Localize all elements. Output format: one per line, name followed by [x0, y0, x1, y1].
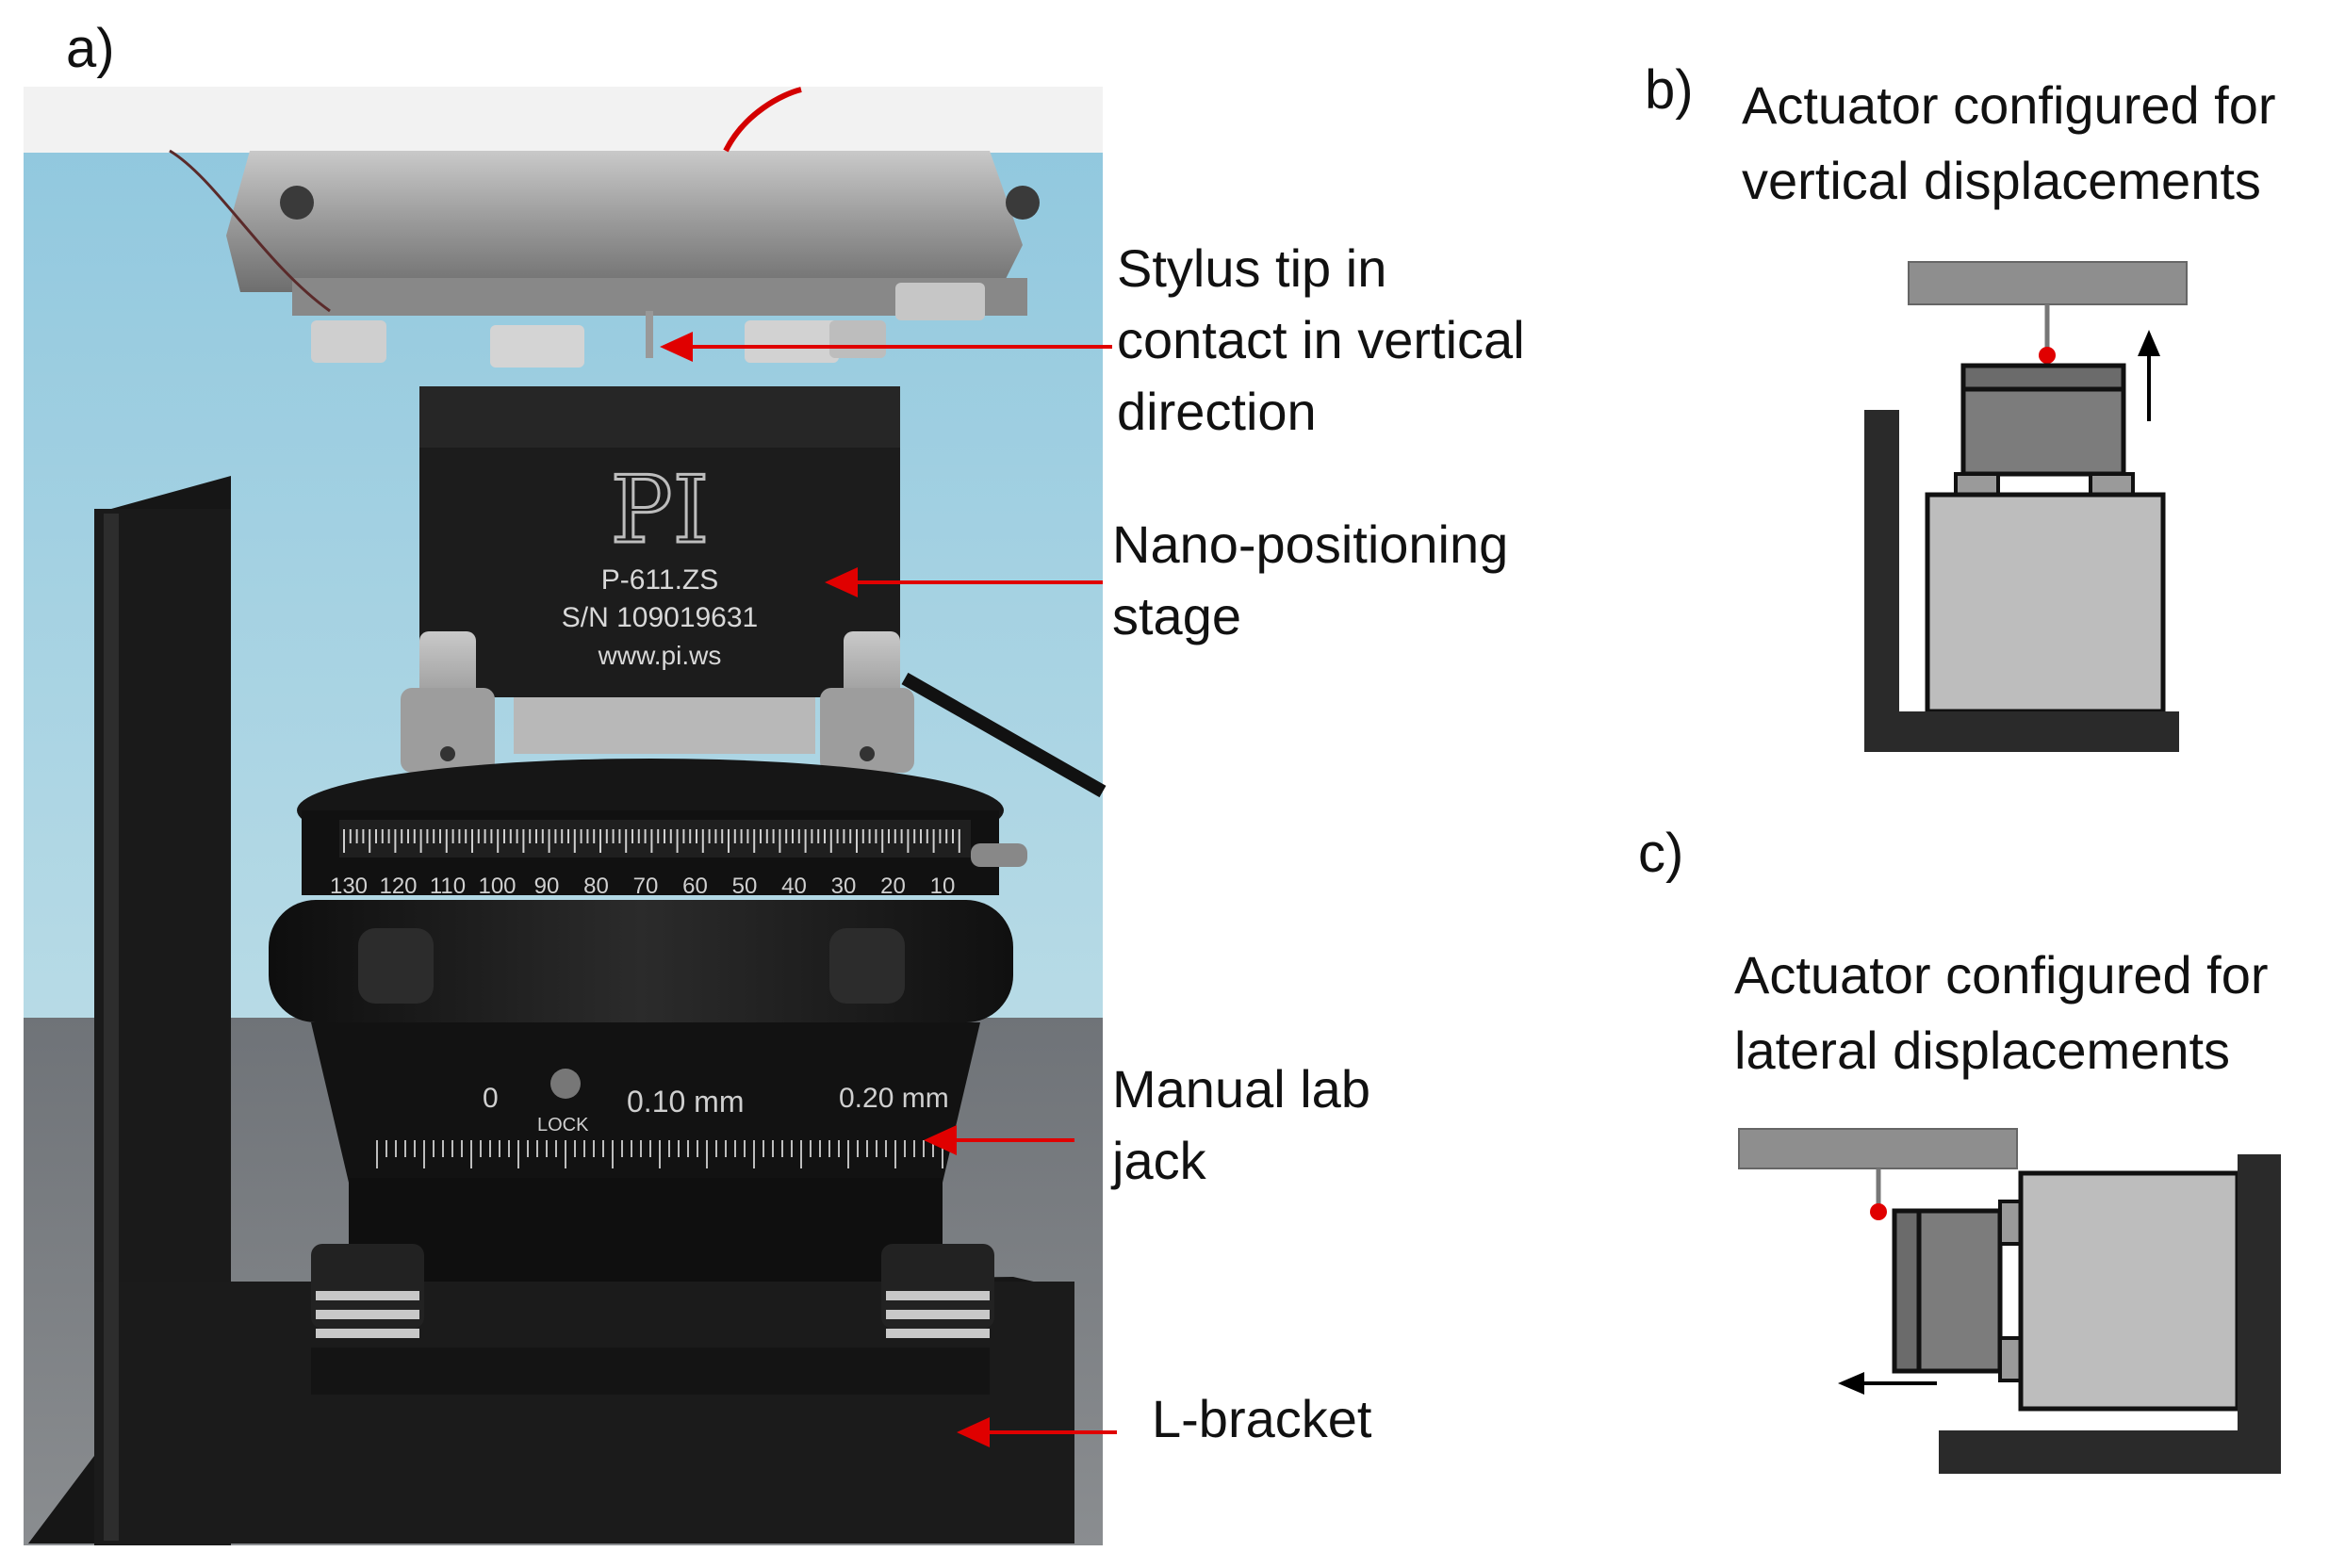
arrow-bracket [957, 1417, 990, 1447]
dial-number: 130 [330, 874, 368, 899]
jack-block-c [2018, 1170, 2240, 1412]
left-arrow [1838, 1372, 1864, 1395]
callout-stylus-line2: contact in vertical [1117, 310, 1525, 369]
jack-right-text: 0.20 mm [839, 1083, 949, 1114]
arrow-stylus [660, 332, 693, 362]
arrow-stage [825, 567, 858, 597]
up-arrow [2138, 330, 2160, 356]
caption-vertical-line2: vertical displacements [1742, 151, 2261, 210]
jack-lock-text: LOCK [537, 1115, 589, 1135]
dial-number: 100 [478, 874, 516, 899]
lab-jack [311, 1022, 980, 1183]
dial-number: 10 [930, 874, 956, 899]
stylus-tip [646, 311, 653, 358]
rotation-scale: 130 120 110 100 90 80 70 60 50 40 30 20 10 [330, 829, 960, 899]
callout-stage: Nano-positioning stage [1112, 509, 1508, 652]
callout-bracket-line1: L-bracket [1152, 1389, 1372, 1448]
caption-vertical-line1: Actuator configured for [1742, 75, 2276, 135]
dial-number: 120 [379, 874, 417, 899]
callout-stage-line2: stage [1112, 586, 1241, 645]
dial-number: 20 [880, 874, 906, 899]
callout-jack-line2: jack [1112, 1131, 1206, 1190]
panel-a-label: a) [66, 18, 115, 79]
spring-right [881, 1244, 994, 1338]
stage-serial-text: S/N 109019631 [562, 602, 759, 633]
dial-number: 110 [430, 874, 466, 899]
nano-stage [419, 386, 900, 697]
callout-stage-line1: Nano-positioning [1112, 514, 1509, 574]
panel-c-label: c) [1638, 823, 1684, 884]
callout-arrows [660, 332, 1117, 1447]
contact-point-c [1870, 1203, 1887, 1220]
dial-number: 30 [831, 874, 857, 899]
arrow-jack [924, 1125, 957, 1155]
dial-number: 80 [583, 874, 609, 899]
pi-logo: PI [611, 457, 710, 564]
callout-jack-line1: Manual lab [1112, 1059, 1370, 1119]
stylus-holder [226, 151, 1023, 292]
dial-number: 40 [781, 874, 807, 899]
diagram-vertical [1864, 261, 2188, 752]
callout-stylus: Stylus tip in contact in vertical direct… [1117, 233, 1525, 448]
jack-block-b [1925, 492, 2166, 714]
diagram-lateral [1738, 1128, 2281, 1474]
jack-zero-text: 0 [483, 1083, 499, 1114]
dial-number: 70 [633, 874, 659, 899]
caption-vertical: Actuator configured for vertical displac… [1742, 68, 2276, 219]
l-bracket-c [1939, 1154, 2281, 1474]
callout-bracket: L-bracket [1152, 1383, 1371, 1455]
jack-knurled-ring [269, 900, 1013, 1022]
dial-number: 50 [732, 874, 758, 899]
callout-stylus-line3: direction [1117, 382, 1317, 441]
dial-number: 60 [682, 874, 708, 899]
contact-point-b [2039, 347, 2056, 364]
jack-mid-text: 0.10 mm [627, 1085, 744, 1119]
dial-number: 90 [534, 874, 560, 899]
stage-web-text: www.pi.ws [598, 641, 722, 670]
l-bracket-b [1864, 410, 2179, 752]
callout-stylus-line1: Stylus tip in [1117, 238, 1387, 298]
stylus-arm-c [1738, 1128, 2018, 1169]
callout-jack: Manual lab jack [1112, 1054, 1370, 1197]
top-plate [24, 87, 1103, 153]
caption-lateral-line1: Actuator configured for [1734, 945, 2269, 1004]
stage-model-text: P-611.ZS [601, 564, 719, 596]
caption-lateral: Actuator configured for lateral displace… [1734, 938, 2269, 1088]
lock-screw [550, 1069, 581, 1099]
stylus-arm-b [1908, 261, 2188, 305]
spring-left [311, 1244, 424, 1338]
panel-b-label: b) [1645, 59, 1694, 121]
caption-lateral-line2: lateral displacements [1734, 1021, 2231, 1080]
